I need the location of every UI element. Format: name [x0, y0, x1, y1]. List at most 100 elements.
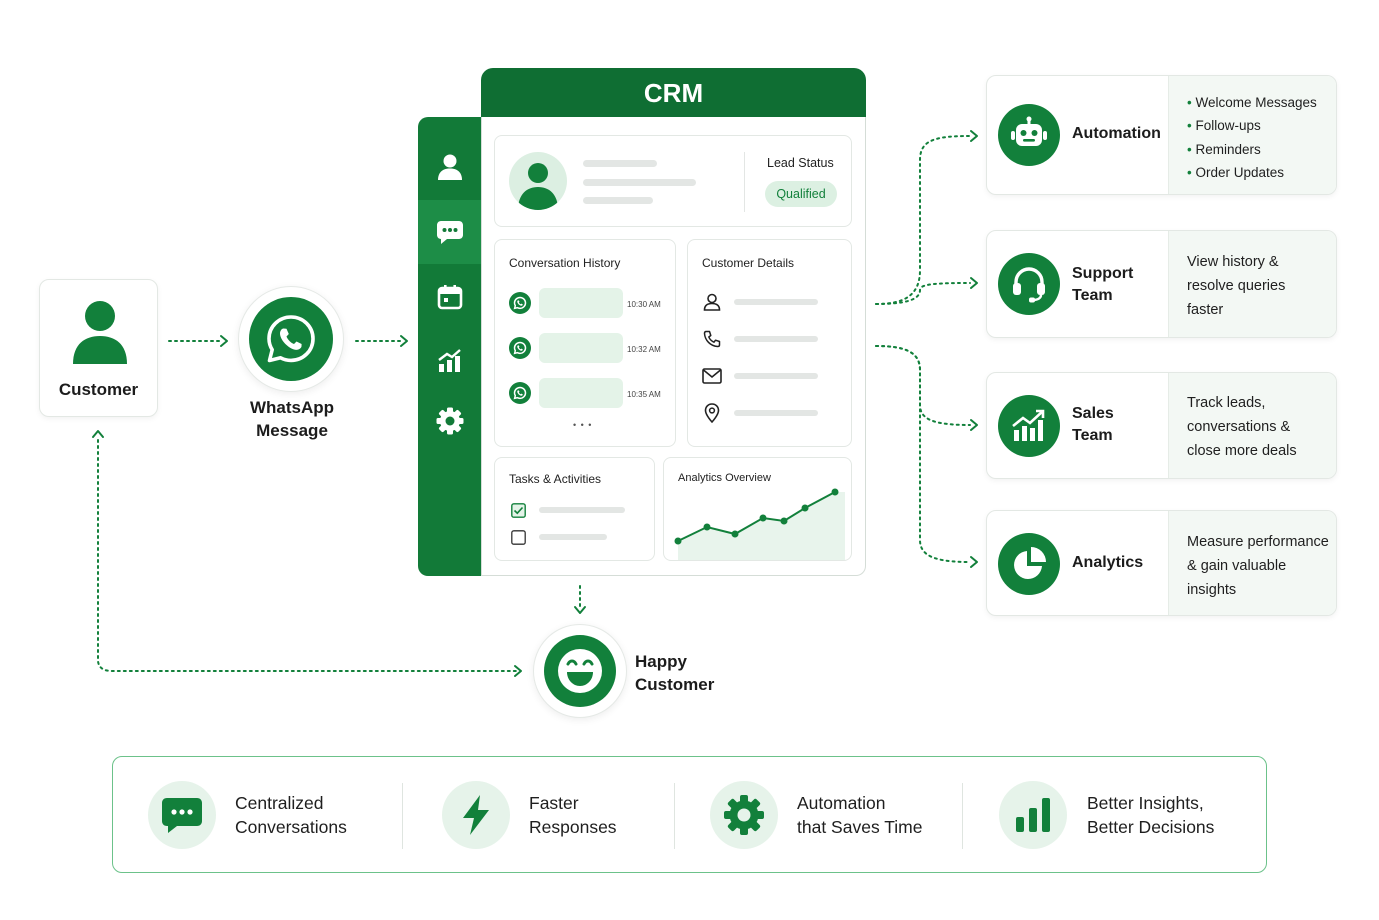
whatsapp-label-line2: Message: [256, 421, 328, 440]
message-time: 10:30 AM: [627, 300, 661, 309]
whatsapp-icon: [509, 337, 531, 359]
user-icon: [438, 154, 462, 180]
whatsapp-badge: [238, 286, 344, 392]
bolt-icon: [442, 781, 510, 849]
benefit-label: Automation: [797, 793, 886, 813]
whatsapp-label-line1: WhatsApp: [249, 398, 335, 417]
crm-sidebar: [418, 117, 482, 576]
analytics-desc: Measure performance & gain valuable insi…: [1168, 511, 1336, 615]
list-item: • Reminders: [1187, 141, 1261, 157]
mail-icon: [702, 368, 722, 384]
customer-details-title: Customer Details: [702, 256, 795, 270]
benefit-label: Responses: [529, 817, 617, 837]
benefit-label: that Saves Time: [797, 817, 923, 837]
crm-title: CRM: [481, 68, 866, 118]
customer-card: Customer: [39, 279, 158, 417]
more-indicator[interactable]: • • •: [573, 420, 593, 430]
status-badge: Qualified: [765, 181, 837, 207]
sidebar-item-chats[interactable]: [418, 200, 482, 264]
benefit-item: Better Insights, Better Decisions: [999, 757, 1259, 874]
message-bubble: [539, 288, 623, 318]
message-time: 10:32 AM: [627, 345, 661, 354]
benefit-label: Centralized: [235, 793, 324, 813]
whatsapp-label: WhatsApp Message: [220, 396, 364, 442]
list-item: • Order Updates: [1187, 164, 1285, 180]
message-bubble: [539, 333, 623, 363]
support-team-title: Support Team: [1072, 265, 1134, 304]
placeholder-line: [734, 373, 818, 379]
lead-status-label: Lead Status: [767, 156, 834, 170]
placeholder-line: [583, 197, 653, 204]
benefit-label: Faster: [529, 793, 579, 813]
support-team-card: Support Team View history & resolve quer…: [986, 230, 1337, 338]
message-time: 10:35 AM: [627, 390, 661, 399]
chat-icon: [148, 781, 216, 849]
benefit-label: Better Decisions: [1087, 817, 1215, 837]
sales-team-desc: Track leads, conversations & close more …: [1168, 373, 1336, 478]
headset-icon: [998, 253, 1060, 315]
sales-team-title: Sales Team: [1072, 405, 1114, 444]
analytics-card: Analytics Measure performance & gain val…: [986, 510, 1337, 616]
automation-title: Automation: [1072, 125, 1161, 142]
location-icon: [704, 403, 720, 423]
pie-icon: [998, 533, 1060, 595]
happy-customer-label: Happy Customer: [635, 652, 715, 694]
whatsapp-icon: [509, 382, 531, 404]
chart-icon: [438, 349, 461, 372]
whatsapp-icon: [249, 297, 333, 381]
conversation-history-title: Conversation History: [509, 256, 621, 270]
growth-icon: [998, 395, 1060, 457]
benefit-item: Automation that Saves Time: [710, 757, 960, 874]
happy-customer-badge: [533, 624, 627, 718]
list-item: • Follow-ups: [1187, 118, 1261, 134]
customer-details-panel: Customer Details: [687, 239, 852, 447]
placeholder-line: [583, 179, 696, 186]
smile-icon: [544, 635, 616, 707]
chat-icon: [437, 221, 463, 244]
placeholder-line: [539, 534, 607, 540]
sidebar-item-settings[interactable]: [418, 389, 482, 453]
support-team-desc: View history & resolve queries faster: [1168, 231, 1336, 337]
customer-label: Customer: [58, 380, 139, 399]
bar-chart-icon: [999, 781, 1067, 849]
sidebar-item-calendar[interactable]: [418, 265, 482, 329]
placeholder-line: [734, 336, 818, 342]
analytics-title: Analytics: [1072, 554, 1144, 571]
person-icon: [703, 293, 721, 311]
lead-panel: Lead Status Qualified: [494, 135, 852, 227]
phone-icon: [703, 330, 721, 348]
benefit-label: Better Insights,: [1087, 793, 1204, 813]
divider: [744, 152, 745, 212]
robot-icon: [998, 104, 1060, 166]
sidebar-item-contacts[interactable]: [418, 135, 482, 199]
line-chart: [674, 488, 845, 560]
divider: [962, 783, 963, 849]
gear-icon: [436, 407, 464, 435]
analytics-overview-title: Analytics Overview: [678, 472, 771, 484]
placeholder-line: [734, 299, 818, 305]
placeholder-line: [583, 160, 657, 167]
checkbox-checked[interactable]: [511, 503, 526, 518]
sidebar-item-reports[interactable]: [418, 329, 482, 393]
automation-card: Automation • Welcome Messages • Follow-u…: [986, 75, 1337, 195]
tasks-title: Tasks & Activities: [509, 472, 602, 486]
automation-list: • Welcome Messages • Follow-ups • Remind…: [1168, 76, 1336, 194]
gear-icon: [710, 781, 778, 849]
list-item: • Welcome Messages: [1187, 95, 1317, 110]
crm-body: Lead Status Qualified Conversation Histo…: [481, 117, 866, 576]
benefit-label: Conversations: [235, 817, 347, 837]
placeholder-line: [734, 410, 818, 416]
whatsapp-icon: [509, 292, 531, 314]
calendar-icon: [437, 285, 463, 310]
divider: [674, 783, 675, 849]
user-icon: [73, 301, 127, 364]
conversation-history-panel: Conversation History 10:30 AM 10:32 AM 1…: [494, 239, 676, 447]
checkbox-unchecked[interactable]: [511, 530, 526, 545]
message-bubble: [539, 378, 623, 408]
placeholder-line: [539, 507, 625, 513]
divider: [402, 783, 403, 849]
